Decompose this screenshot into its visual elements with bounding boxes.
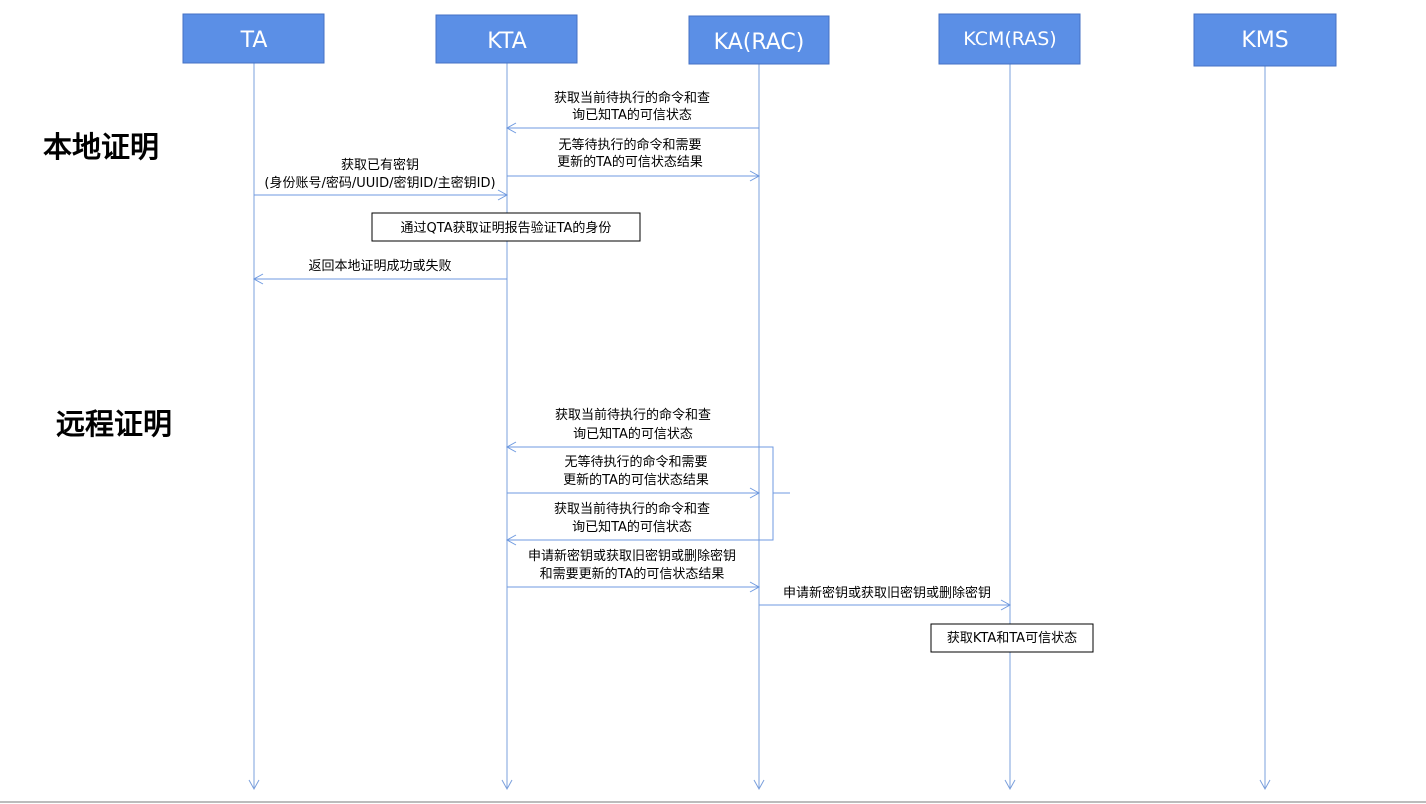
section-title-remote: 远程证明 [56,407,172,441]
message-1: 无等待执行的命令和需要 更新的TA的可信状态结果 [507,137,761,182]
message-0-line-2: 询已知TA的可信状态 [572,107,692,123]
actor-kcm: KCM(RAS) [938,13,1081,65]
message-6-line-2: 询已知TA的可信状态 [572,519,692,535]
message-7: 申请新密钥或获取旧密钥或删除密钥 和需要更新的TA的可信状态结果 [507,548,761,593]
actor-ta: TA [182,13,325,64]
message-3-line-1: 返回本地证明成功或失败 [308,259,451,274]
note-kcm-state: 获取KTA和TA可信状态 [930,623,1094,653]
message-7-line-1: 申请新密钥或获取旧密钥或删除密钥 [528,548,736,564]
actor-label-kms: KMS [1241,28,1288,53]
message-5-line-1: 无等待执行的命令和需要 [564,454,707,470]
message-7-line-2: 和需要更新的TA的可信状态结果 [540,566,725,582]
message-0-arrowhead [505,122,517,134]
message-8-arrowhead [1000,599,1012,611]
lifeline-end-arrow-ka [753,779,765,791]
note-0-box [371,212,641,242]
message-2-line-1: 获取已有密钥 [341,157,419,173]
message-8-line-1: 申请新密钥或获取旧密钥或删除密钥 [783,585,991,601]
message-2-line-2: (身份账号/密码/UUID/密钥ID/主密钥ID) [264,175,495,191]
actor-label-ta: TA [240,28,268,53]
message-6-arrowhead [505,534,517,546]
note-1-box [930,623,1094,653]
message-2-arrowhead [497,189,509,201]
lifelines [253,63,1266,788]
message-8: 申请新密钥或获取旧密钥或删除密钥 [759,585,1012,611]
actor-box-kcm [938,13,1081,65]
message-4-arrowhead [505,441,517,453]
note-0-text: 通过QTA获取证明报告验证TA的身份 [401,220,612,236]
actor-label-kta: KTA [487,29,527,54]
message-1-line-2: 更新的TA的可信状态结果 [557,154,703,170]
message-3: 返回本地证明成功或失败 [252,259,507,285]
message-7-arrowhead [749,581,761,593]
loop-bracket [759,446,790,541]
actor-box-kta [435,14,578,64]
message-2: 获取已有密钥 (身份账号/密码/UUID/密钥ID/主密钥ID) [254,157,509,201]
actor-box-ka [688,15,830,65]
message-4-line-1: 获取当前待执行的命令和查 [555,407,711,423]
lifeline-end-arrow-kcm [1004,779,1016,791]
actor-box-kms [1193,13,1337,67]
message-5-line-2: 更新的TA的可信状态结果 [563,472,709,488]
lifeline-end-arrow-ta [248,779,260,791]
section-title-local: 本地证明 [43,130,159,164]
actor-box-ta [182,13,325,64]
note-qta-verify: 通过QTA获取证明报告验证TA的身份 [371,212,641,242]
message-1-arrowhead [749,170,761,182]
lifeline-end-arrow-kms [1259,779,1271,791]
message-3-arrowhead [252,273,264,285]
message-6-line-1: 获取当前待执行的命令和查 [554,501,710,517]
actor-ka: KA(RAC) [688,15,830,65]
message-0-line-1: 获取当前待执行的命令和查 [554,90,710,106]
actor-label-ka: KA(RAC) [714,30,805,55]
loop-bracket-line [759,446,774,541]
actor-kta: KTA [435,14,578,64]
actor-label-kcm: KCM(RAS) [963,28,1056,50]
lifeline-end-arrows [248,779,1271,791]
message-5: 无等待执行的命令和需要 更新的TA的可信状态结果 [507,454,761,499]
lifeline-end-arrow-kta [501,779,513,791]
message-6: 获取当前待执行的命令和查 询已知TA的可信状态 [505,501,759,546]
message-5-arrowhead [749,487,761,499]
message-4: 获取当前待执行的命令和查 询已知TA的可信状态 [505,407,759,453]
message-1-line-1: 无等待执行的命令和需要 [558,137,701,153]
message-4-line-2: 询已知TA的可信状态 [573,426,693,442]
actor-kms: KMS [1193,13,1337,67]
note-1-text: 获取KTA和TA可信状态 [947,631,1077,646]
message-0: 获取当前待执行的命令和查 询已知TA的可信状态 [505,90,759,134]
